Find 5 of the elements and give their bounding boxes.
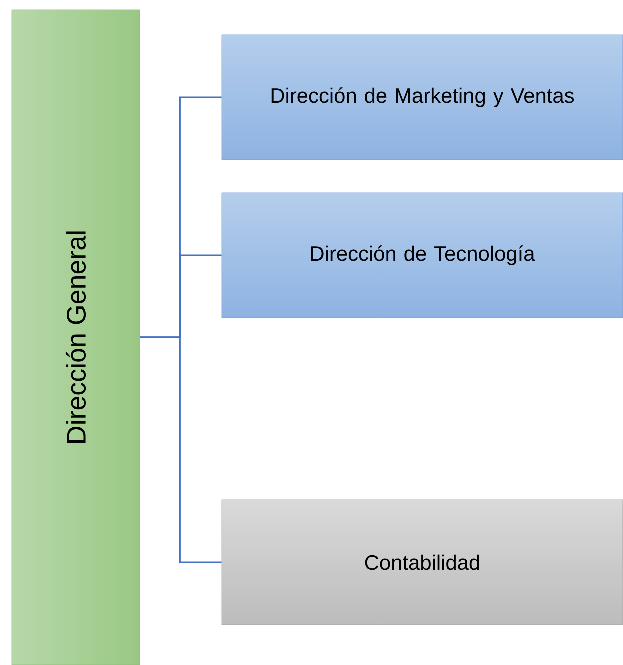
department-box: Contabilidad bbox=[222, 500, 623, 626]
vertical-box: Dirección General bbox=[12, 10, 140, 665]
connector-line bbox=[140, 336, 222, 564]
department-box: Dirección de Marketing y Ventas bbox=[222, 34, 623, 160]
department-box: Dirección de Tecnología bbox=[222, 192, 623, 318]
